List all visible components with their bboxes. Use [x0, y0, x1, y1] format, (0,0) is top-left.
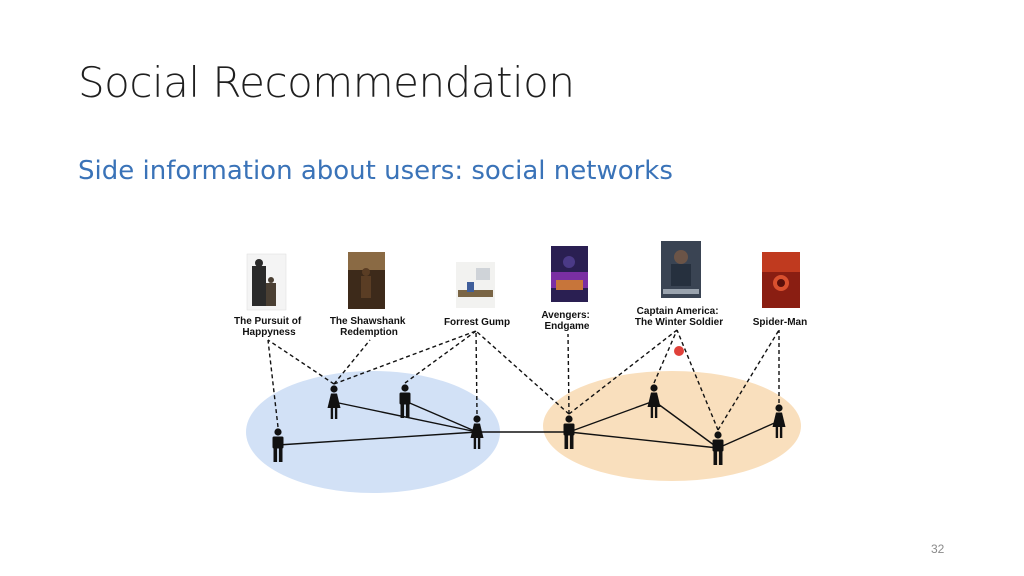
- social-link: [404, 400, 478, 433]
- user-group-blue: [246, 371, 500, 493]
- rating-link: [404, 330, 477, 384]
- user-group-orange: [543, 371, 801, 481]
- slide-title: Social Recommendation: [78, 58, 575, 107]
- social-link: [568, 400, 655, 433]
- rating-link: [567, 333, 570, 415]
- social-link: [333, 401, 478, 433]
- social-link: [568, 431, 719, 449]
- rating-links: [267, 329, 780, 431]
- poster-forrest: [456, 262, 495, 308]
- cursor-dot: [674, 346, 684, 356]
- rating-link: [475, 330, 570, 415]
- rating-link: [568, 329, 678, 415]
- social-link: [653, 400, 719, 449]
- page-number: 32: [931, 542, 945, 556]
- rating-link: [267, 339, 335, 385]
- social-link: [717, 420, 780, 449]
- poster-shawshank: [348, 252, 385, 309]
- poster-spiderman: [762, 252, 800, 308]
- movie-label-avengers: Avengers: Endgame: [541, 310, 592, 332]
- rating-link: [333, 330, 477, 385]
- movie-label-forrest: Forrest Gump: [444, 317, 510, 328]
- movie-label-captain: Captain America: The Winter Soldier: [635, 306, 723, 328]
- poster-avengers: [551, 246, 588, 302]
- movie-label-shawshank: The Shawshank Redemption: [330, 316, 408, 338]
- social-links: [277, 400, 780, 449]
- movie-label-spiderman: Spider-Man: [753, 317, 807, 328]
- poster-captain: [661, 241, 701, 298]
- social-link: [277, 431, 478, 446]
- rating-link: [717, 329, 780, 431]
- rating-link: [653, 329, 678, 384]
- poster-pursuit: [246, 253, 287, 311]
- movie-label-pursuit: The Pursuit of Happyness: [234, 316, 304, 338]
- rating-link: [333, 339, 371, 385]
- slide-subtitle: Side information about users: social net…: [78, 156, 673, 186]
- rating-link: [267, 339, 279, 428]
